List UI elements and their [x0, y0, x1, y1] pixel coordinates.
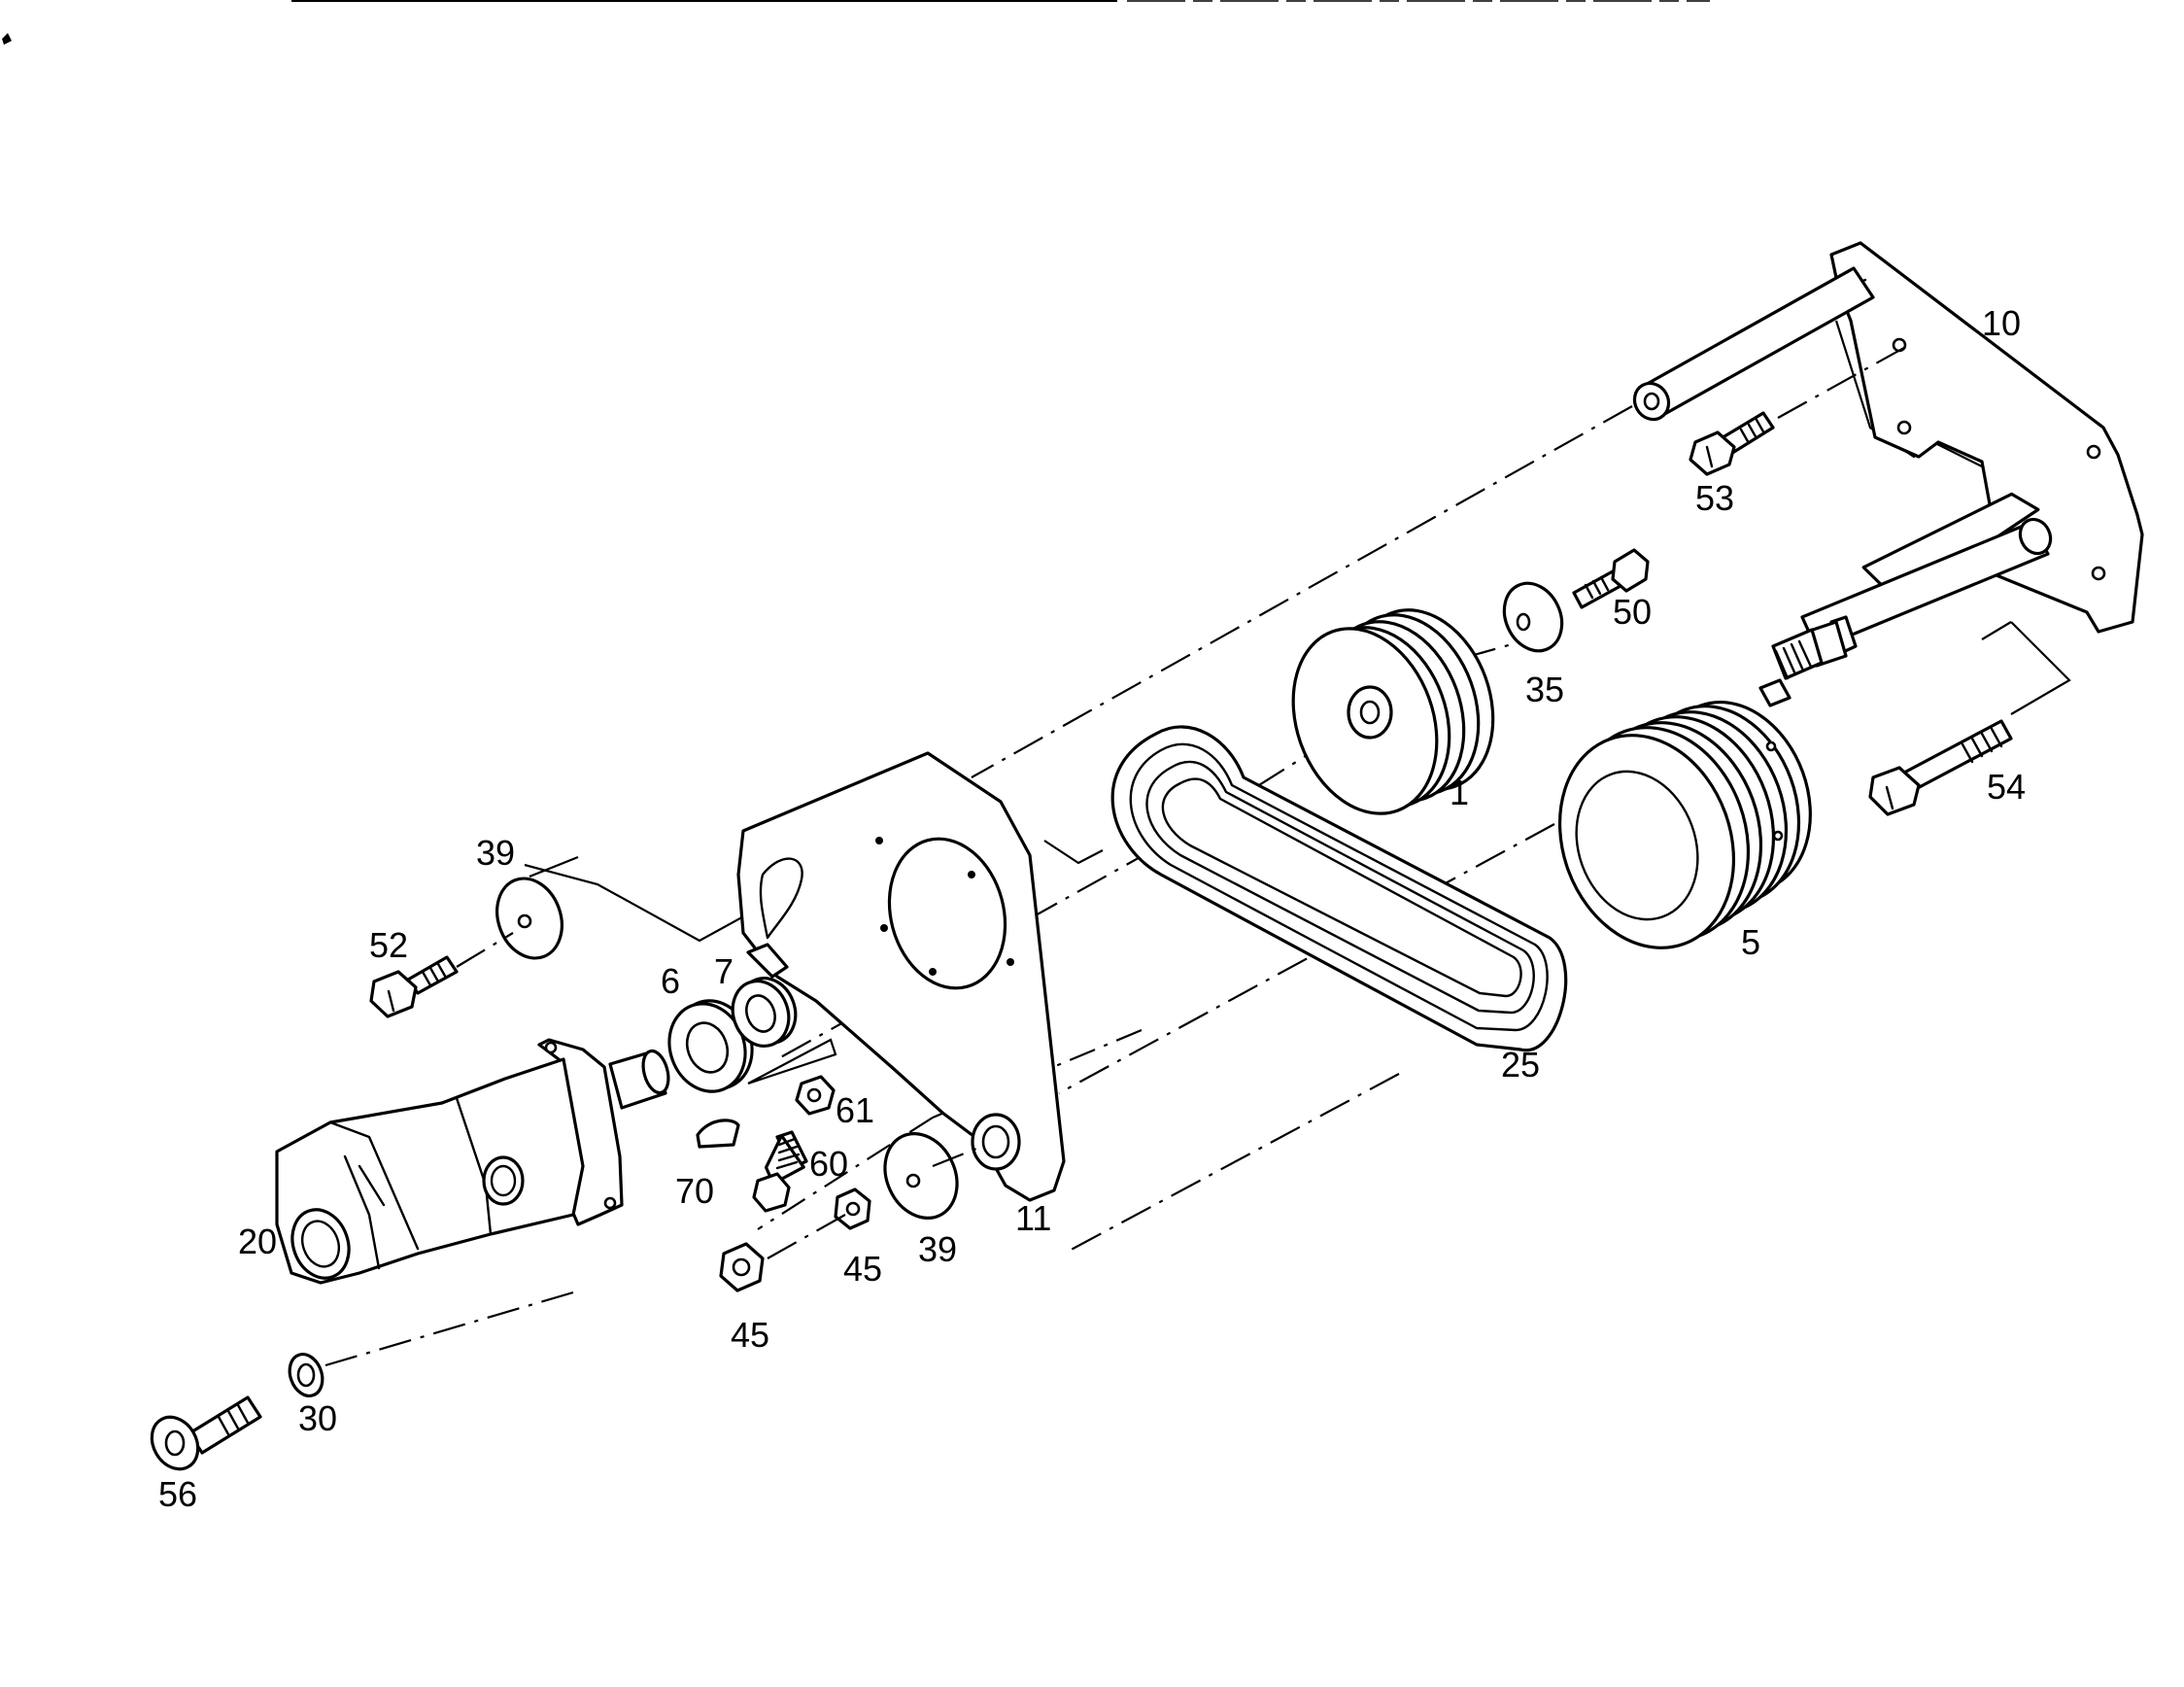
- callout-6: 6: [661, 961, 680, 1001]
- callout-11: 11: [1015, 1198, 1051, 1238]
- leader-lines: [524, 320, 2071, 1085]
- v-belt-25: [1110, 725, 1568, 1052]
- frame-bracket-10: [1632, 241, 2144, 707]
- bolt-56: [150, 1395, 262, 1471]
- scan-border-top: [2, 0, 1710, 45]
- callout-61: 61: [836, 1090, 874, 1130]
- callout-7: 7: [714, 951, 734, 991]
- callout-5: 5: [1741, 922, 1760, 962]
- bolt-54: [1868, 719, 2013, 816]
- washer-39-lower: [883, 1132, 959, 1220]
- callout-50: 50: [1613, 592, 1652, 632]
- washer-35: [1502, 581, 1564, 653]
- callout-52: 52: [369, 925, 408, 965]
- callout-30: 30: [298, 1398, 337, 1438]
- callout-39-upper: 39: [476, 833, 515, 873]
- callout-54: 54: [1987, 767, 2026, 807]
- callout-labels: 1 5 6 7 10 11 20 25 30 35 39 39 45 45 50…: [158, 303, 2026, 1514]
- callout-45-large: 45: [731, 1315, 769, 1355]
- callout-10: 10: [1982, 303, 2021, 343]
- callout-25: 25: [1501, 1045, 1540, 1084]
- key-70: [696, 1119, 740, 1149]
- callout-56: 56: [158, 1474, 197, 1514]
- nut-45-small: [834, 1188, 871, 1230]
- callout-60: 60: [809, 1144, 848, 1184]
- callout-45-small: 45: [843, 1249, 882, 1289]
- callout-20: 20: [238, 1222, 277, 1261]
- bolt-50: [1572, 548, 1650, 609]
- nut-61: [795, 1075, 836, 1116]
- bolt-52: [369, 955, 459, 1018]
- callout-1: 1: [1450, 773, 1469, 812]
- hydraulic-motor-20: [275, 1038, 670, 1285]
- callout-35: 35: [1525, 670, 1564, 709]
- nut-45-large: [719, 1242, 765, 1292]
- callout-53: 53: [1695, 478, 1734, 518]
- bolt-53: [1689, 411, 1775, 476]
- callout-39-lower: 39: [918, 1229, 957, 1269]
- seal-7: [731, 977, 798, 1048]
- mounting-plate-11: [736, 751, 1066, 1202]
- pulley-1: [1291, 608, 1495, 815]
- screw-60: [752, 1130, 808, 1213]
- pulley-5: [1557, 700, 1812, 949]
- washer-39-upper: [495, 877, 563, 960]
- washer-30: [288, 1353, 324, 1397]
- callout-70: 70: [675, 1171, 714, 1211]
